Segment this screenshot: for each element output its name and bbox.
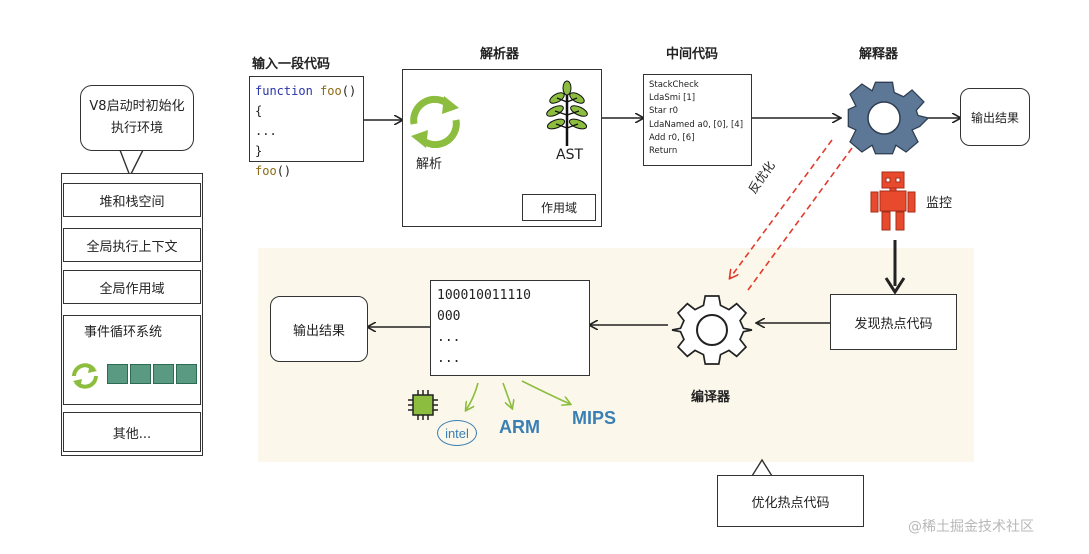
cpu-chip-icon bbox=[408, 390, 438, 420]
compiler-output-label: 输出结果 bbox=[292, 323, 345, 339]
compiler-output-box: 输出结果 bbox=[270, 296, 368, 362]
mips-label: MIPS bbox=[572, 408, 617, 428]
arm-label: ARM bbox=[499, 417, 540, 437]
machine-code-box: 100010011110 000 ... ... bbox=[430, 280, 590, 376]
bytecode-line: LdaSmi [1] bbox=[649, 93, 696, 104]
machine-code-line: 000 bbox=[437, 309, 461, 324]
bytecode-line: Star r0 bbox=[649, 106, 679, 117]
parse-label: 解析 bbox=[416, 157, 443, 172]
machine-code-line: ... bbox=[437, 351, 461, 366]
intel-label: intel bbox=[445, 425, 469, 441]
arrow-to-arm bbox=[502, 382, 512, 408]
intel-logo: intel bbox=[437, 420, 477, 446]
optimize-hot-code-label: 优化热点代码 bbox=[751, 495, 830, 511]
code-keyword: function bbox=[255, 84, 313, 98]
loop-icon bbox=[72, 363, 98, 389]
other-item: 其他... bbox=[63, 412, 201, 452]
deopt-line-1 bbox=[730, 139, 833, 278]
global-context-label: 全局执行上下文 bbox=[86, 239, 178, 255]
interpreter-output-label: 输出结果 bbox=[970, 110, 1019, 125]
heap-stack-label: 堆和栈空间 bbox=[99, 194, 165, 210]
init-bubble: V8启动时初始化执行环境 bbox=[80, 85, 194, 151]
heap-stack-item: 堆和栈空间 bbox=[63, 183, 201, 217]
hot-code-box: 发现热点代码 bbox=[830, 294, 957, 350]
event-loop-label: 事件循环系统 bbox=[84, 325, 163, 340]
ast-tree-icon bbox=[546, 80, 588, 146]
interpreter-title: 解释器 bbox=[859, 47, 899, 62]
hot-code-label: 发现热点代码 bbox=[854, 316, 933, 332]
bytecode-line: Return bbox=[649, 146, 678, 157]
code-line-4: foo() bbox=[255, 161, 358, 181]
interpreter-output-box: 输出结果 bbox=[960, 88, 1030, 146]
global-scope-label: 全局作用域 bbox=[99, 281, 165, 297]
other-label: 其他... bbox=[112, 426, 152, 442]
optimization-panel bbox=[258, 248, 974, 462]
code-line-3: } bbox=[255, 144, 263, 158]
optimize-hot-code-box: 优化热点代码 bbox=[717, 475, 864, 527]
machine-code-line: 100010011110 bbox=[437, 288, 531, 303]
queue-block bbox=[107, 364, 128, 384]
global-scope-item: 全局作用域 bbox=[63, 270, 201, 304]
monitor-label: 监控 bbox=[926, 196, 953, 211]
input-code-box: function foo() { ... } foo() bbox=[249, 76, 364, 178]
compiler-gear-icon bbox=[671, 295, 753, 365]
scope-box: 作用域 bbox=[522, 194, 596, 221]
bytecode-line: LdaNamed a0, [0], [4] bbox=[649, 119, 744, 130]
watermark: @稀土掘金技术社区 bbox=[908, 519, 1034, 535]
code-call-name: foo bbox=[255, 164, 277, 178]
bytecode-title: 中间代码 bbox=[666, 47, 719, 62]
bytecode-box: StackCheck LdaSmi [1] Star r0 LdaNamed a… bbox=[643, 74, 752, 166]
parser-title: 解析器 bbox=[480, 47, 520, 62]
machine-code-line: ... bbox=[437, 330, 461, 345]
code-params: () { bbox=[255, 84, 357, 118]
ast-label: AST bbox=[556, 147, 584, 163]
code-line-2: ... bbox=[255, 124, 277, 138]
optimize-bubble-tail bbox=[751, 458, 773, 477]
code-function-name: foo bbox=[320, 84, 342, 98]
event-loop-item bbox=[63, 315, 201, 405]
queue-block bbox=[130, 364, 151, 384]
arrow-to-mips bbox=[521, 380, 570, 404]
compiler-title: 编译器 bbox=[691, 390, 731, 405]
queue-block bbox=[176, 364, 197, 384]
arrow-to-intel bbox=[466, 382, 479, 410]
bytecode-line: StackCheck bbox=[649, 80, 699, 90]
robot-icon bbox=[870, 171, 916, 231]
v8-environment-panel bbox=[61, 173, 203, 456]
global-context-item: 全局执行上下文 bbox=[63, 228, 201, 262]
interpreter-gear-icon bbox=[847, 81, 928, 155]
queue-block bbox=[153, 364, 174, 384]
code-call-parens: () bbox=[276, 164, 292, 178]
bytecode-line: Add r0, [6] bbox=[649, 132, 695, 143]
parse-cycle-icon bbox=[410, 95, 460, 148]
input-title: 输入一段代码 bbox=[252, 57, 331, 72]
code-line-1: function foo() { bbox=[255, 81, 358, 121]
scope-label: 作用域 bbox=[540, 201, 577, 215]
init-bubble-text: V8启动时初始化执行环境 bbox=[89, 99, 185, 136]
